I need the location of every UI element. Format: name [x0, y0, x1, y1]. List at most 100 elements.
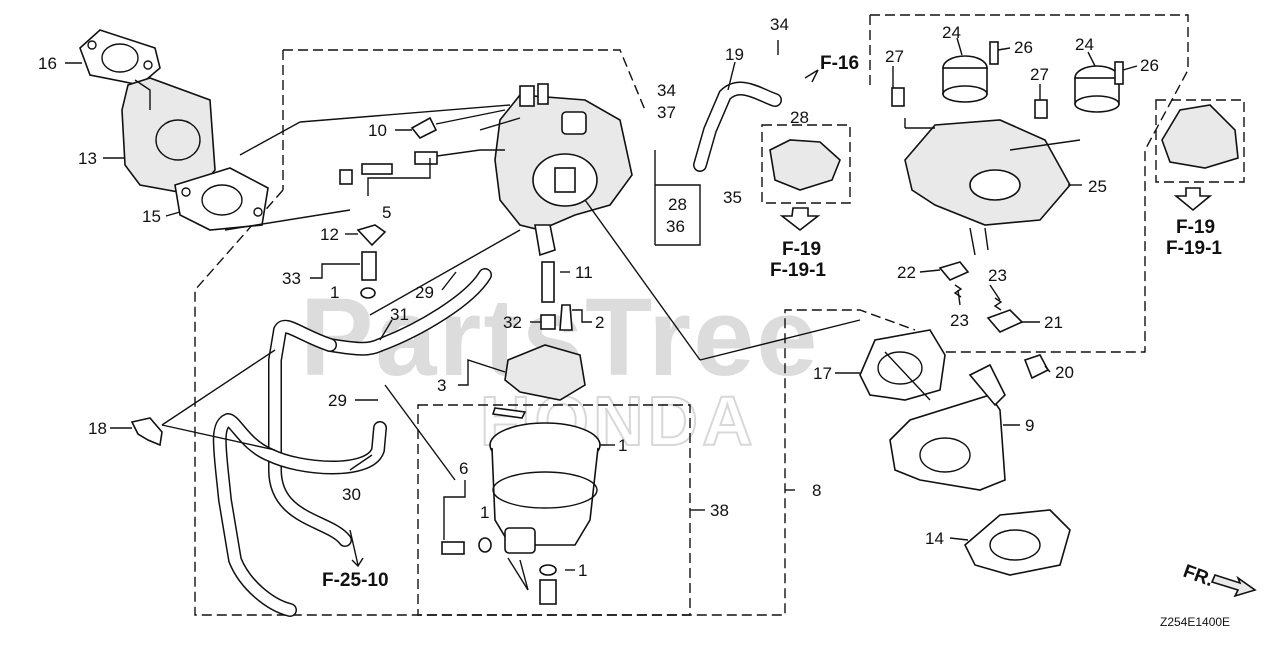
arrow-f2510-icon [349, 529, 364, 568]
gasket-17 [859, 329, 946, 401]
callout-28: 28 [790, 108, 809, 127]
callout-8: 8 [812, 481, 821, 500]
callout-23: 23 [988, 266, 1007, 285]
callout-5: 5 [382, 203, 391, 222]
boundary-ref-box-1 [761, 124, 851, 204]
callout-26: 26 [1140, 56, 1159, 75]
callout-18: 18 [88, 419, 107, 438]
callout-2: 2 [595, 313, 604, 332]
ref-f19-1-link[interactable]: F-19-1 [1166, 238, 1222, 259]
bracket-35-36 [655, 184, 701, 246]
bowl-screw-6 [441, 537, 492, 555]
callout-27: 27 [885, 47, 904, 66]
arrow-f16-icon [804, 69, 819, 83]
parts-21-22-23 [938, 261, 1024, 333]
callout-26: 26 [1014, 38, 1033, 57]
callout-6: 6 [459, 459, 468, 478]
callout-23: 23 [950, 311, 969, 330]
screw-assembly-5 [339, 149, 481, 185]
callout-34: 34 [657, 81, 676, 100]
callout-22: 22 [897, 263, 916, 282]
part-33 [360, 251, 377, 299]
gasket-15 [174, 167, 269, 231]
screws-26-27 [891, 41, 1124, 119]
choke-bracket-25 [904, 119, 1071, 256]
callout-33: 33 [282, 269, 301, 288]
cap-ref [1161, 104, 1239, 169]
callout-32: 32 [503, 313, 522, 332]
gasket-14 [964, 509, 1071, 576]
callout-14: 14 [925, 529, 944, 548]
hose-19 [693, 81, 782, 172]
callout-16: 16 [38, 54, 57, 73]
diagram-code: Z254E1400E [1160, 615, 1230, 629]
drain-screw [539, 564, 557, 605]
cap-28 [769, 139, 841, 191]
callout-36: 36 [666, 217, 685, 236]
screw-10 [410, 109, 506, 140]
ref-f19-link[interactable]: F-19 [1176, 217, 1215, 238]
front-direction-arrow-icon [1210, 574, 1257, 598]
callout-17: 17 [813, 364, 832, 383]
callout-31: 31 [390, 305, 409, 324]
callout-28: 28 [668, 195, 687, 214]
callout-1: 1 [578, 561, 587, 580]
callout-1: 1 [618, 436, 627, 455]
ref-f16-link[interactable]: F-16 [820, 53, 859, 74]
callout-12: 12 [320, 225, 339, 244]
part-12 [356, 224, 387, 247]
callout-27: 27 [1030, 65, 1049, 84]
hose-18-loop [268, 319, 352, 547]
part-11 [541, 261, 555, 303]
callout-25: 25 [1088, 177, 1107, 196]
part-2 [559, 304, 573, 331]
boundary-ref-box-2 [1155, 99, 1245, 183]
callout-3: 3 [437, 376, 446, 395]
boundary-carb-top [283, 49, 646, 111]
callout-15: 15 [142, 207, 161, 226]
callout-20: 20 [1055, 363, 1074, 382]
hose-31 [323, 268, 492, 356]
callout-10: 10 [368, 121, 387, 140]
callout-1: 1 [480, 503, 489, 522]
callout-35: 35 [723, 188, 742, 207]
boundary-main [194, 189, 916, 616]
callout-29: 29 [328, 391, 347, 410]
ref-f19-1-link[interactable]: F-19-1 [770, 260, 826, 281]
leader-lines [65, 37, 1138, 591]
bracket-9 [889, 363, 1006, 491]
callout-24: 24 [942, 23, 961, 42]
callout-19: 19 [725, 45, 744, 64]
callout-37: 37 [657, 103, 676, 122]
ref-f19-link[interactable]: F-19 [782, 239, 821, 260]
carburetor-body [479, 83, 633, 257]
down-arrow-icon [779, 207, 821, 232]
boundary-choke [870, 14, 1189, 353]
ref-arrows [349, 69, 1257, 598]
hose-30 [212, 412, 387, 617]
callout-labels: 16 13 15 10 5 12 33 1 29 31 11 32 2 3 18… [38, 15, 1159, 580]
float-bowl [489, 422, 601, 554]
float-3 [491, 344, 586, 419]
figure-references: F-16 F-19 F-19-1 F-19 F-19-1 F-25-10 [322, 53, 1222, 591]
callout-34: 34 [770, 15, 789, 34]
callout-11: 11 [575, 263, 593, 282]
callout-38: 38 [710, 501, 729, 520]
callout-30: 30 [342, 485, 361, 504]
insulator-13 [121, 77, 216, 196]
callout-1: 1 [330, 283, 339, 302]
clip-18 [130, 417, 163, 447]
gasket-16 [79, 29, 161, 86]
down-arrow-icon [1173, 187, 1213, 212]
part-32 [540, 314, 556, 330]
front-direction-label: FR. [1180, 561, 1216, 591]
callout-9: 9 [1025, 416, 1034, 435]
callout-13: 13 [78, 149, 97, 168]
callout-24: 24 [1075, 35, 1094, 54]
ref-f25-10-link[interactable]: F-25-10 [322, 570, 389, 591]
actuator-24a [942, 55, 988, 103]
callout-29: 29 [415, 283, 434, 302]
callout-21: 21 [1044, 313, 1063, 332]
